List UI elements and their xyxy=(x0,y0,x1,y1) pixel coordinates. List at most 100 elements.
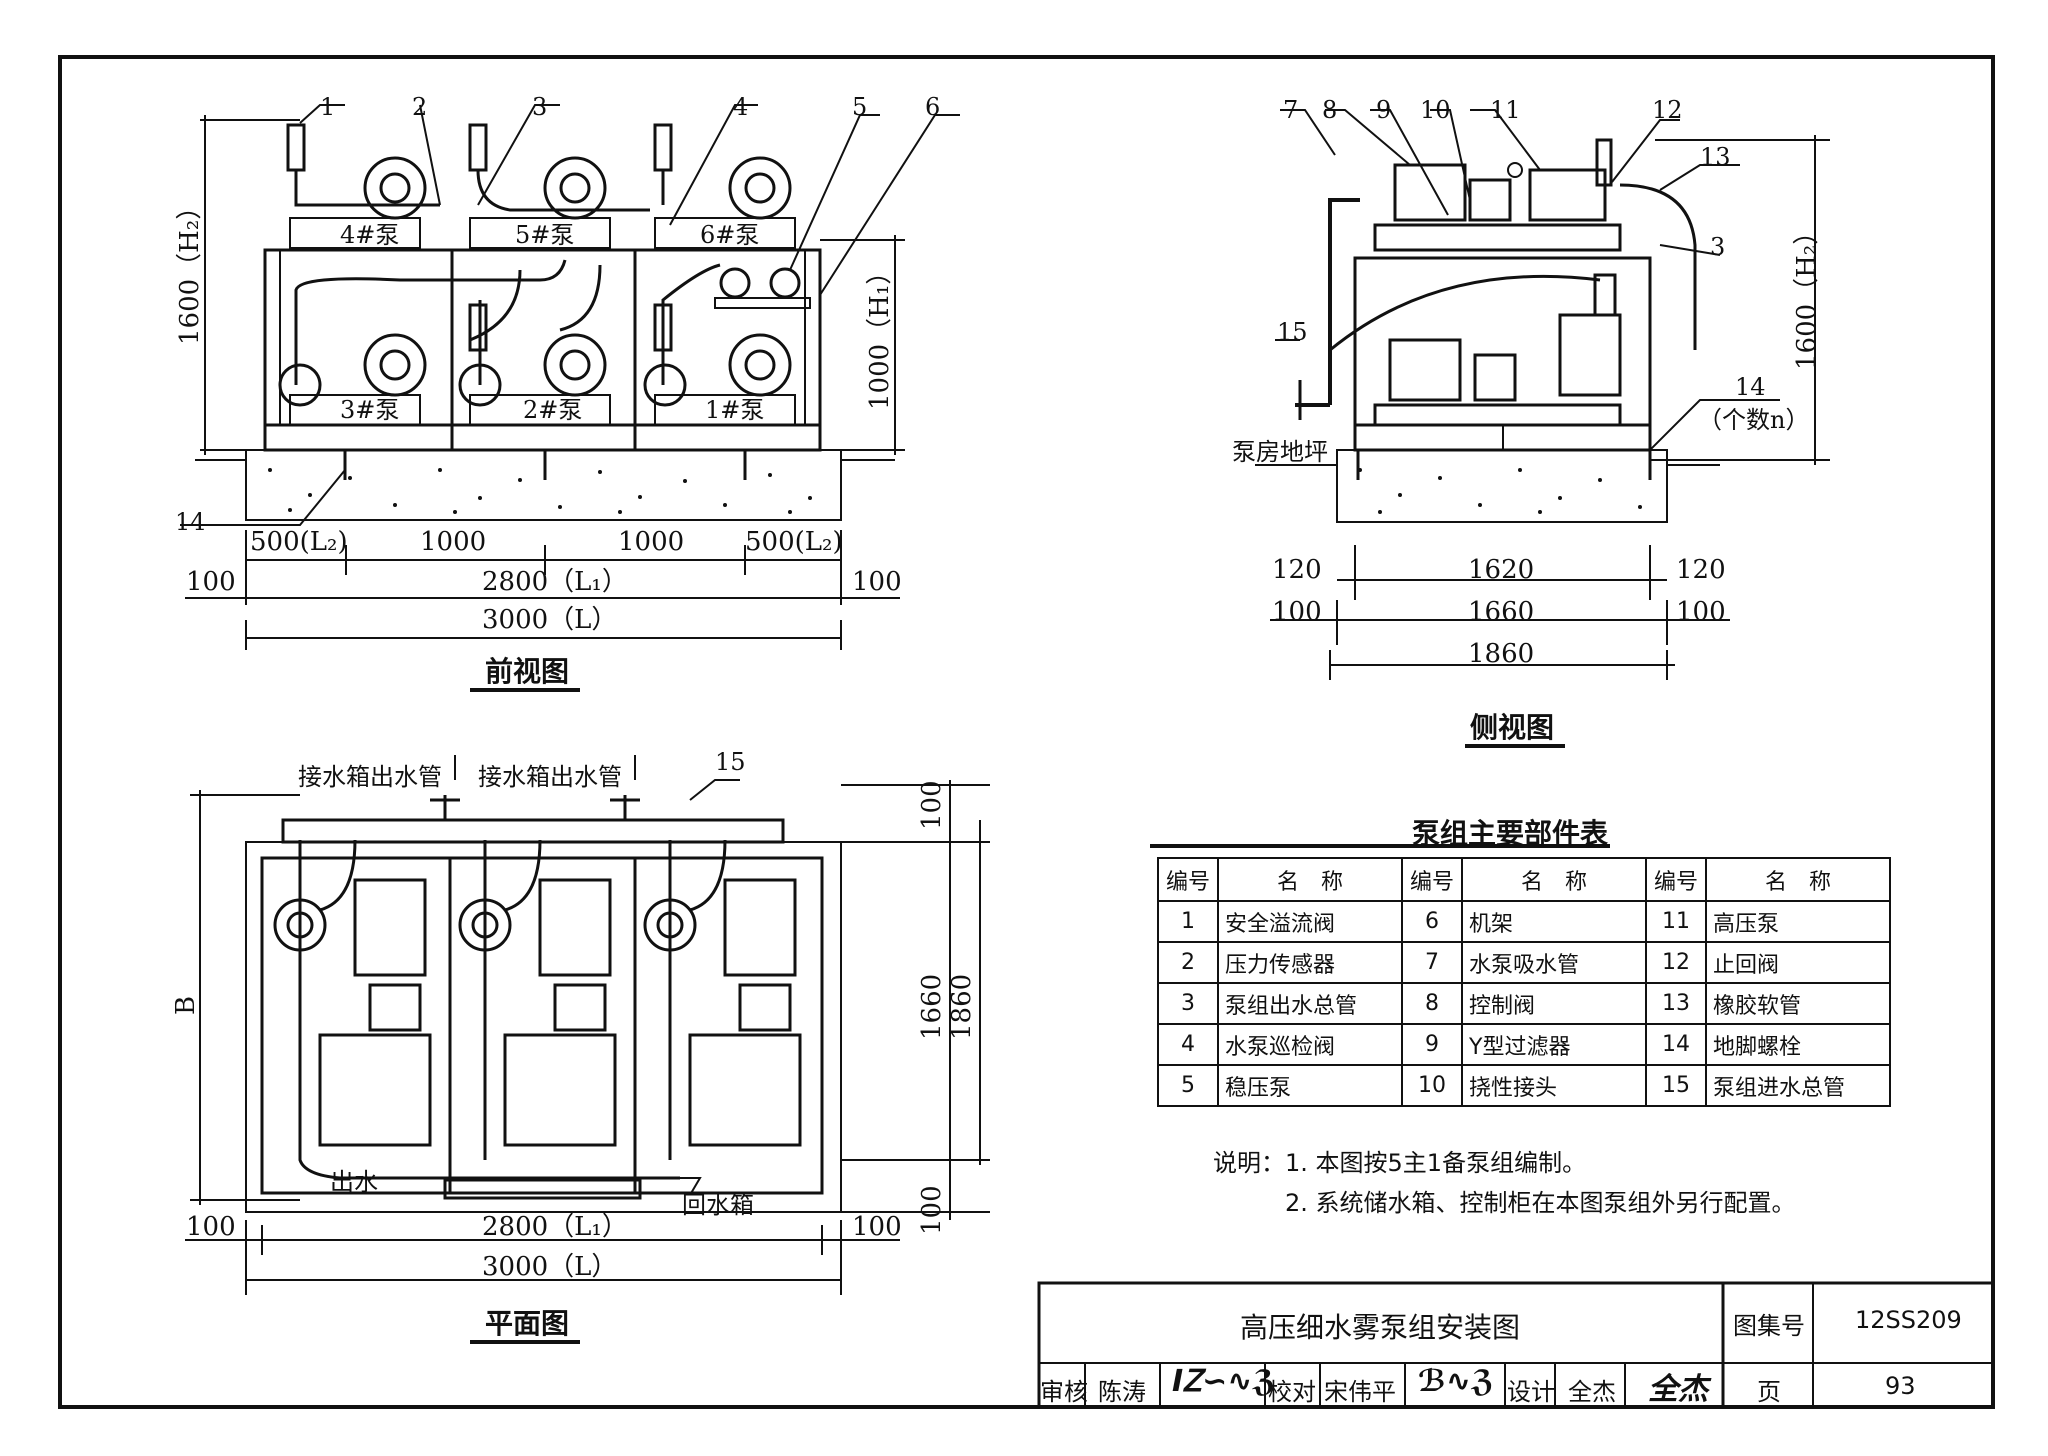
note-2: 2. 系统储水箱、控制柜在本图泵组外另行配置。 xyxy=(1285,1189,1796,1217)
side-dim-1660: 1660 xyxy=(1468,597,1534,627)
col-header-no-3: 编号 xyxy=(1645,857,1707,902)
part-name: 泵组出水总管 xyxy=(1217,982,1403,1025)
col-header-name-1: 名 称 xyxy=(1217,857,1403,902)
front-callout-5: 5 xyxy=(852,93,867,121)
part-no: 10 xyxy=(1401,1064,1463,1107)
review-label: 审核 xyxy=(1040,1378,1088,1406)
part-name: 地脚螺栓 xyxy=(1705,1023,1891,1066)
pump-label-2: 2#泵 xyxy=(523,396,582,424)
table-row: 3 泵组出水总管 8 控制阀 13 橡胶软管 xyxy=(1157,982,1891,1025)
front-callout-4: 4 xyxy=(733,93,748,121)
part-name: Y型过滤器 xyxy=(1461,1023,1647,1066)
part-no: 15 xyxy=(1645,1064,1707,1107)
part-name: 高压泵 xyxy=(1705,900,1891,943)
side-callout-3: 3 xyxy=(1710,233,1725,261)
side-callout-13: 13 xyxy=(1700,143,1731,171)
front-dim-100-right: 100 xyxy=(852,567,902,597)
part-name: 止回阀 xyxy=(1705,941,1891,984)
table-row: 2 压力传感器 7 水泵吸水管 12 止回阀 xyxy=(1157,941,1891,984)
part-no: 7 xyxy=(1401,941,1463,984)
front-dim-l2-right: 500(L₂) xyxy=(745,527,843,557)
table-row: 1 安全溢流阀 6 机架 11 高压泵 xyxy=(1157,900,1891,943)
pump-label-3: 3#泵 xyxy=(340,396,399,424)
pump-label-6: 6#泵 xyxy=(700,221,759,249)
side-dim-1620: 1620 xyxy=(1468,555,1534,585)
part-no: 6 xyxy=(1401,900,1463,943)
note-1: 1. 本图按5主1备泵组编制。 xyxy=(1285,1149,1587,1177)
col-header-no-2: 编号 xyxy=(1401,857,1463,902)
front-callout-14: 14 xyxy=(175,508,206,536)
plan-view-caption: 平面图 xyxy=(485,1307,570,1340)
front-dim-1000a: 1000 xyxy=(420,527,486,557)
part-no: 5 xyxy=(1157,1064,1219,1107)
side-callout-8: 8 xyxy=(1322,96,1337,124)
atlas-number: 12SS209 xyxy=(1855,1306,1962,1334)
side-dim-100-left: 100 xyxy=(1272,597,1322,627)
side-callout-14-note: （个数n） xyxy=(1698,406,1809,434)
side-callout-12: 12 xyxy=(1652,96,1683,124)
part-no: 1 xyxy=(1157,900,1219,943)
reviewer-name: 陈涛 xyxy=(1098,1378,1146,1406)
notes: 说明：1. 本图按5主1备泵组编制。 2. 系统储水箱、控制柜在本图泵组外另行配… xyxy=(1213,1143,1796,1223)
part-name: 泵组进水总管 xyxy=(1705,1064,1891,1107)
inlet-label-2: 接水箱出水管 xyxy=(478,763,622,791)
part-name: 机架 xyxy=(1461,900,1647,943)
table-row: 5 稳压泵 10 挠性接头 15 泵组进水总管 xyxy=(1157,1064,1891,1107)
inlet-label-1: 接水箱出水管 xyxy=(298,763,442,791)
plan-dim-100-top: 100 xyxy=(917,780,947,830)
design-label: 设计 xyxy=(1507,1378,1555,1406)
pump-label-1: 1#泵 xyxy=(705,396,764,424)
parts-table-title: 泵组主要部件表 xyxy=(1412,817,1609,850)
plan-dim-100-right: 100 xyxy=(852,1212,902,1242)
plan-dim-b: B xyxy=(171,996,201,1015)
part-no: 4 xyxy=(1157,1023,1219,1066)
part-name: 水泵吸水管 xyxy=(1461,941,1647,984)
part-name: 安全溢流阀 xyxy=(1217,900,1403,943)
designer-name: 全杰 xyxy=(1568,1378,1616,1406)
front-dim-l1: 2800（L₁） xyxy=(482,567,628,597)
side-callout-11: 11 xyxy=(1490,96,1521,124)
front-callout-1: 1 xyxy=(320,93,335,121)
checker-name: 宋伟平 xyxy=(1324,1378,1396,1406)
col-header-name-3: 名 称 xyxy=(1705,857,1891,902)
plan-callout-15: 15 xyxy=(715,748,746,776)
front-callout-2: 2 xyxy=(412,93,427,121)
side-dim-120-right: 120 xyxy=(1676,555,1726,585)
side-dim-100-right: 100 xyxy=(1676,597,1726,627)
front-callout-6: 6 xyxy=(925,93,940,121)
parts-table: 编号 名 称 编号 名 称 编号 名 称 1 安全溢流阀 6 机架 11 高压泵… xyxy=(1157,857,1891,1107)
front-view xyxy=(180,104,960,650)
part-name: 水泵巡检阀 xyxy=(1217,1023,1403,1066)
front-dim-h2: 1600（H₂） xyxy=(175,194,205,345)
drawing-title: 高压细水雾泵组安装图 xyxy=(1240,1311,1521,1344)
checker-signature: ℬ∿ℨ xyxy=(1418,1364,1494,1399)
side-dim-120-left: 120 xyxy=(1272,555,1322,585)
side-dim-1860: 1860 xyxy=(1468,639,1534,669)
part-name: 橡胶软管 xyxy=(1705,982,1891,1025)
col-header-name-2: 名 称 xyxy=(1461,857,1647,902)
plan-dim-1660: 1660 xyxy=(917,974,947,1040)
floor-label: 泵房地坪 xyxy=(1232,438,1328,466)
part-no: 12 xyxy=(1645,941,1707,984)
plan-dim-1860: 1860 xyxy=(947,974,977,1040)
part-name: 控制阀 xyxy=(1461,982,1647,1025)
part-name: 挠性接头 xyxy=(1461,1064,1647,1107)
plan-view xyxy=(185,755,990,1295)
plan-dim-100-bottom: 100 xyxy=(917,1185,947,1235)
front-callout-3: 3 xyxy=(532,93,547,121)
part-no: 9 xyxy=(1401,1023,1463,1066)
front-view-caption: 前视图 xyxy=(485,655,570,688)
side-callout-7: 7 xyxy=(1283,96,1298,124)
check-label: 校对 xyxy=(1268,1378,1316,1406)
pump-label-4: 4#泵 xyxy=(340,221,399,249)
side-view-caption: 侧视图 xyxy=(1470,711,1555,744)
page-number: 93 xyxy=(1885,1372,1916,1400)
return-label: 回水箱 xyxy=(682,1191,754,1219)
pump-label-5: 5#泵 xyxy=(515,221,574,249)
part-no: 3 xyxy=(1157,982,1219,1025)
front-dim-100-left: 100 xyxy=(186,567,236,597)
side-callout-10: 10 xyxy=(1420,96,1451,124)
side-callout-9: 9 xyxy=(1376,96,1391,124)
plan-dim-l: 3000（L） xyxy=(482,1252,617,1282)
